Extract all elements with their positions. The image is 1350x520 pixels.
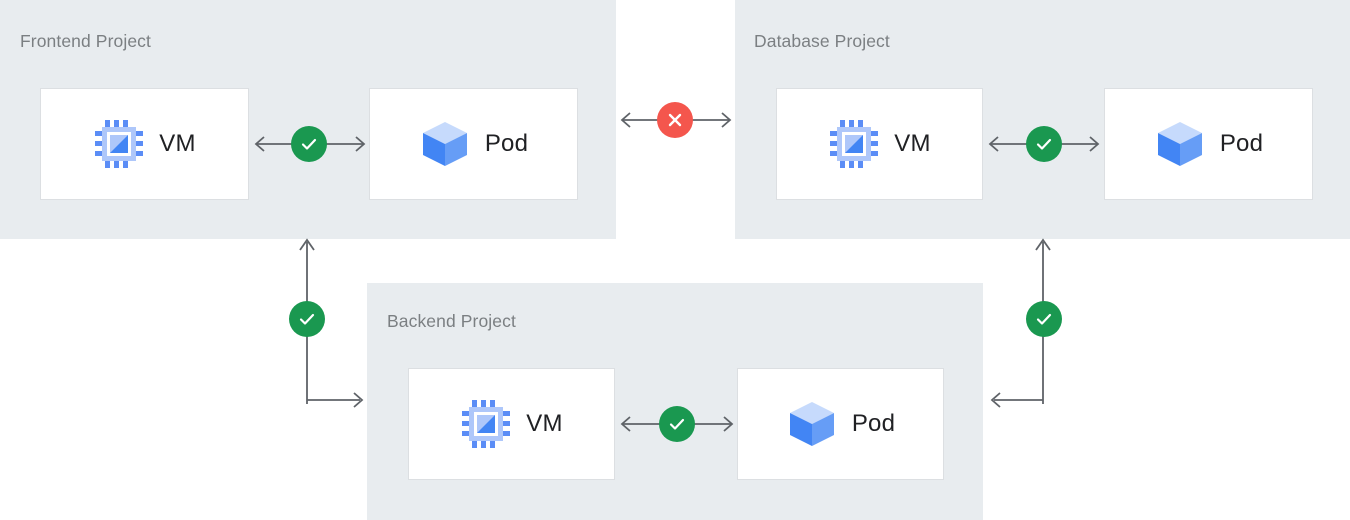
resource-card-database-vm[interactable]: VM: [776, 88, 983, 200]
status-badge-database-backend[interactable]: [1026, 301, 1062, 337]
resource-card-backend-pod[interactable]: Pod: [737, 368, 944, 480]
panel-database-project-title: Database Project: [754, 31, 890, 51]
status-badge-frontend-vm-pod[interactable]: [291, 126, 327, 162]
resource-card-frontend-pod[interactable]: Pod: [369, 88, 578, 200]
resource-card-backend-vm[interactable]: VM: [408, 368, 615, 480]
vm-chip-icon: [93, 118, 145, 170]
pod-cube-icon: [1154, 118, 1206, 170]
vm-chip-icon: [828, 118, 880, 170]
panel-backend-project-title: Backend Project: [387, 311, 516, 331]
resource-label-frontend-pod: Pod: [484, 130, 529, 157]
pod-cube-icon: [419, 118, 471, 170]
status-badge-database-vm-pod[interactable]: [1026, 126, 1062, 162]
resource-card-database-pod[interactable]: Pod: [1104, 88, 1313, 200]
status-badge-frontend-backend[interactable]: [289, 301, 325, 337]
resource-label-database-pod: Pod: [1219, 130, 1264, 157]
resource-label-database-vm: VM: [894, 130, 931, 157]
status-badge-frontend-database[interactable]: [657, 102, 693, 138]
resource-card-frontend-vm[interactable]: VM: [40, 88, 249, 200]
panel-frontend-project-title: Frontend Project: [20, 31, 151, 51]
resource-label-backend-vm: VM: [526, 410, 563, 437]
status-badge-backend-vm-pod[interactable]: [659, 406, 695, 442]
resource-label-frontend-vm: VM: [159, 130, 196, 157]
pod-cube-icon: [786, 398, 838, 450]
resource-label-backend-pod: Pod: [851, 410, 896, 437]
vm-chip-icon: [460, 398, 512, 450]
